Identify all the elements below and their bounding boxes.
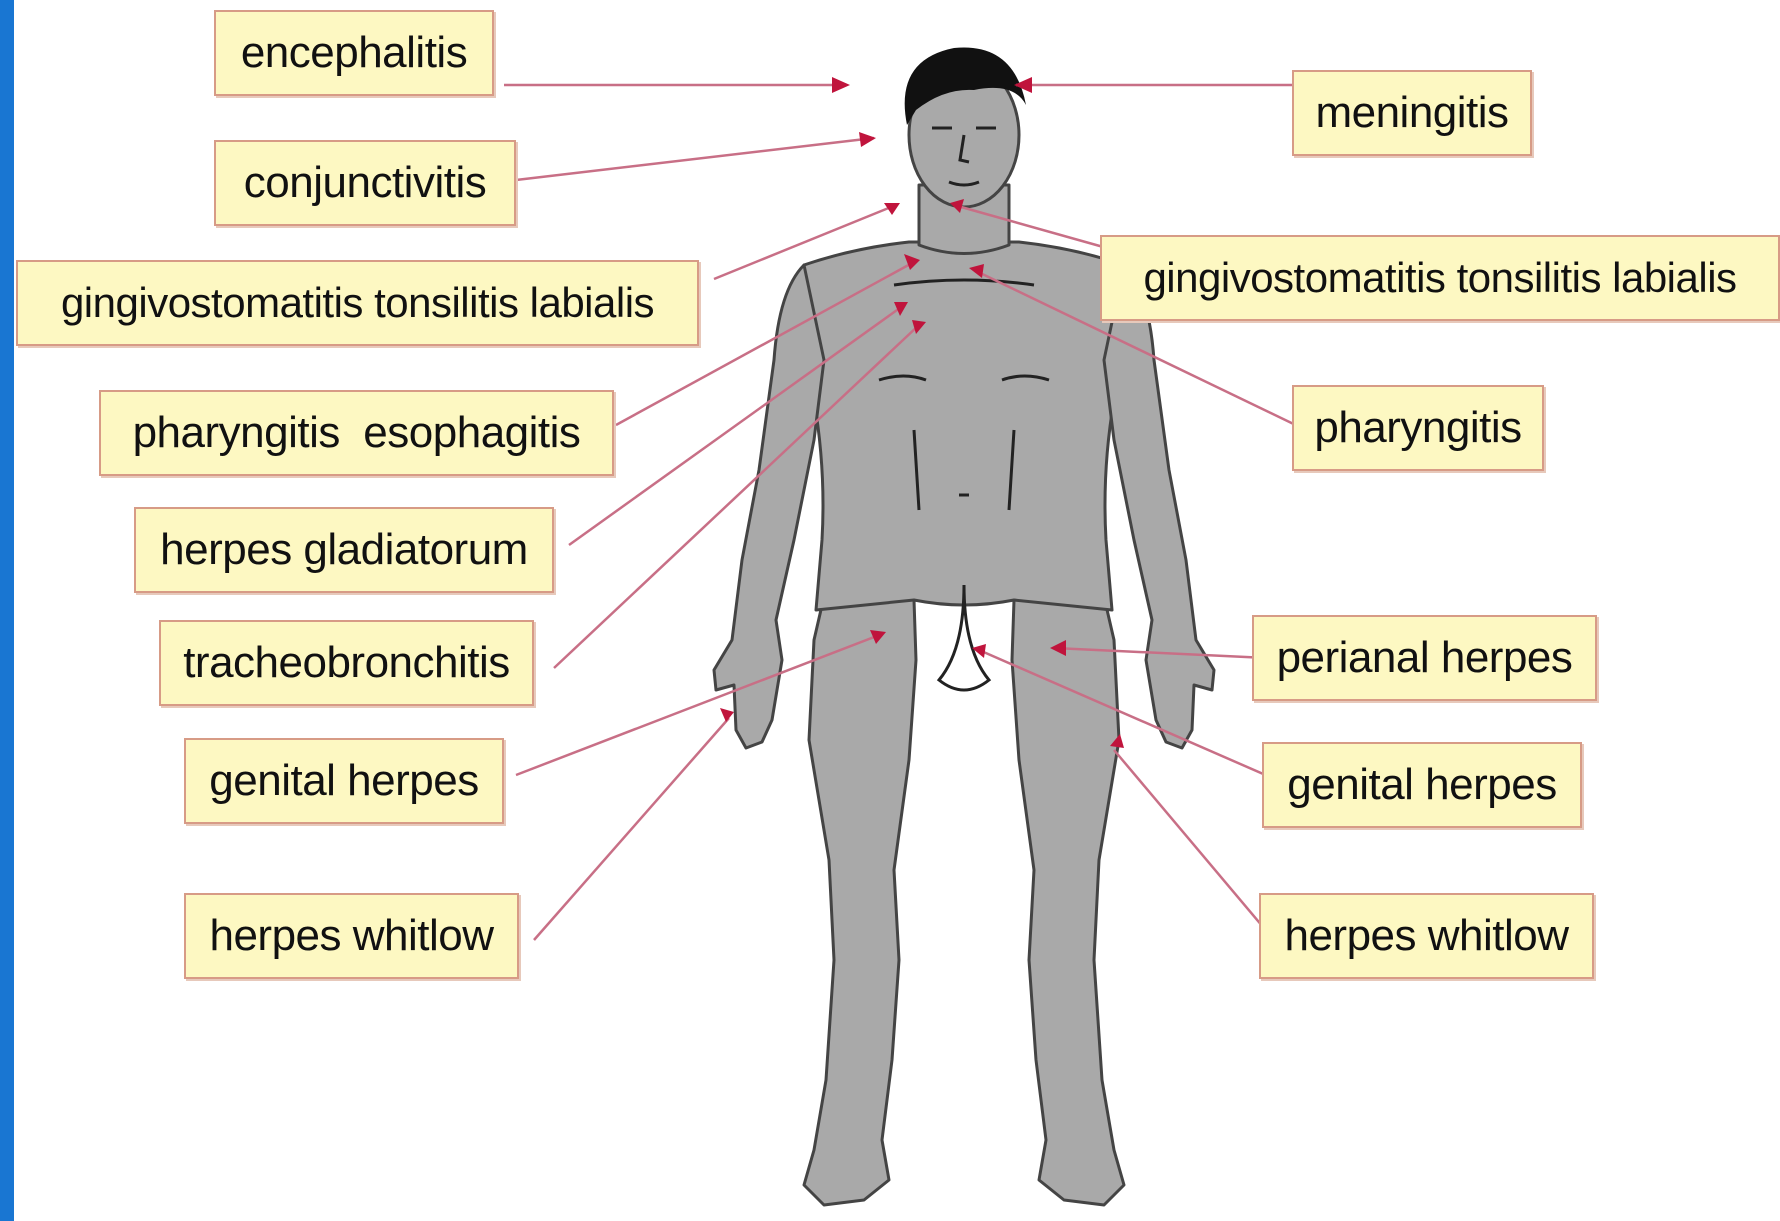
arrow-head-herpes-whitlow-left xyxy=(720,708,734,722)
left-leg xyxy=(804,575,916,1205)
right-leg xyxy=(1012,575,1124,1205)
label-genital-herpes-right: genital herpes xyxy=(1262,742,1582,828)
label-tracheobronchitis: tracheobronchitis xyxy=(159,620,534,706)
label-gingivostomatitis-right: gingivostomatitis tonsilitis labialis xyxy=(1100,235,1780,321)
label-encephalitis: encephalitis xyxy=(214,10,494,96)
label-gingivostomatitis-left: gingivostomatitis tonsilitis labialis xyxy=(16,260,699,346)
diagram-canvas: encephalitis conjunctivitis gingivostoma… xyxy=(14,0,1780,1221)
label-meningitis: meningitis xyxy=(1292,70,1532,156)
label-genital-herpes-left: genital herpes xyxy=(184,738,504,824)
label-herpes-whitlow-left: herpes whitlow xyxy=(184,893,519,979)
label-pharyngitis: pharyngitis xyxy=(1292,385,1544,471)
label-perianal-herpes: perianal herpes xyxy=(1252,615,1597,701)
label-conjunctivitis: conjunctivitis xyxy=(214,140,516,226)
right-arm xyxy=(1104,265,1214,748)
arrow-head-conjunctivitis xyxy=(859,132,876,147)
left-arm xyxy=(714,265,824,748)
label-herpes-gladiatorum: herpes gladiatorum xyxy=(134,507,554,593)
label-herpes-whitlow-right: herpes whitlow xyxy=(1259,893,1594,979)
arrow-head-encephalitis xyxy=(832,77,850,93)
label-pharyngitis-esophagitis: pharyngitis esophagitis xyxy=(99,390,614,476)
